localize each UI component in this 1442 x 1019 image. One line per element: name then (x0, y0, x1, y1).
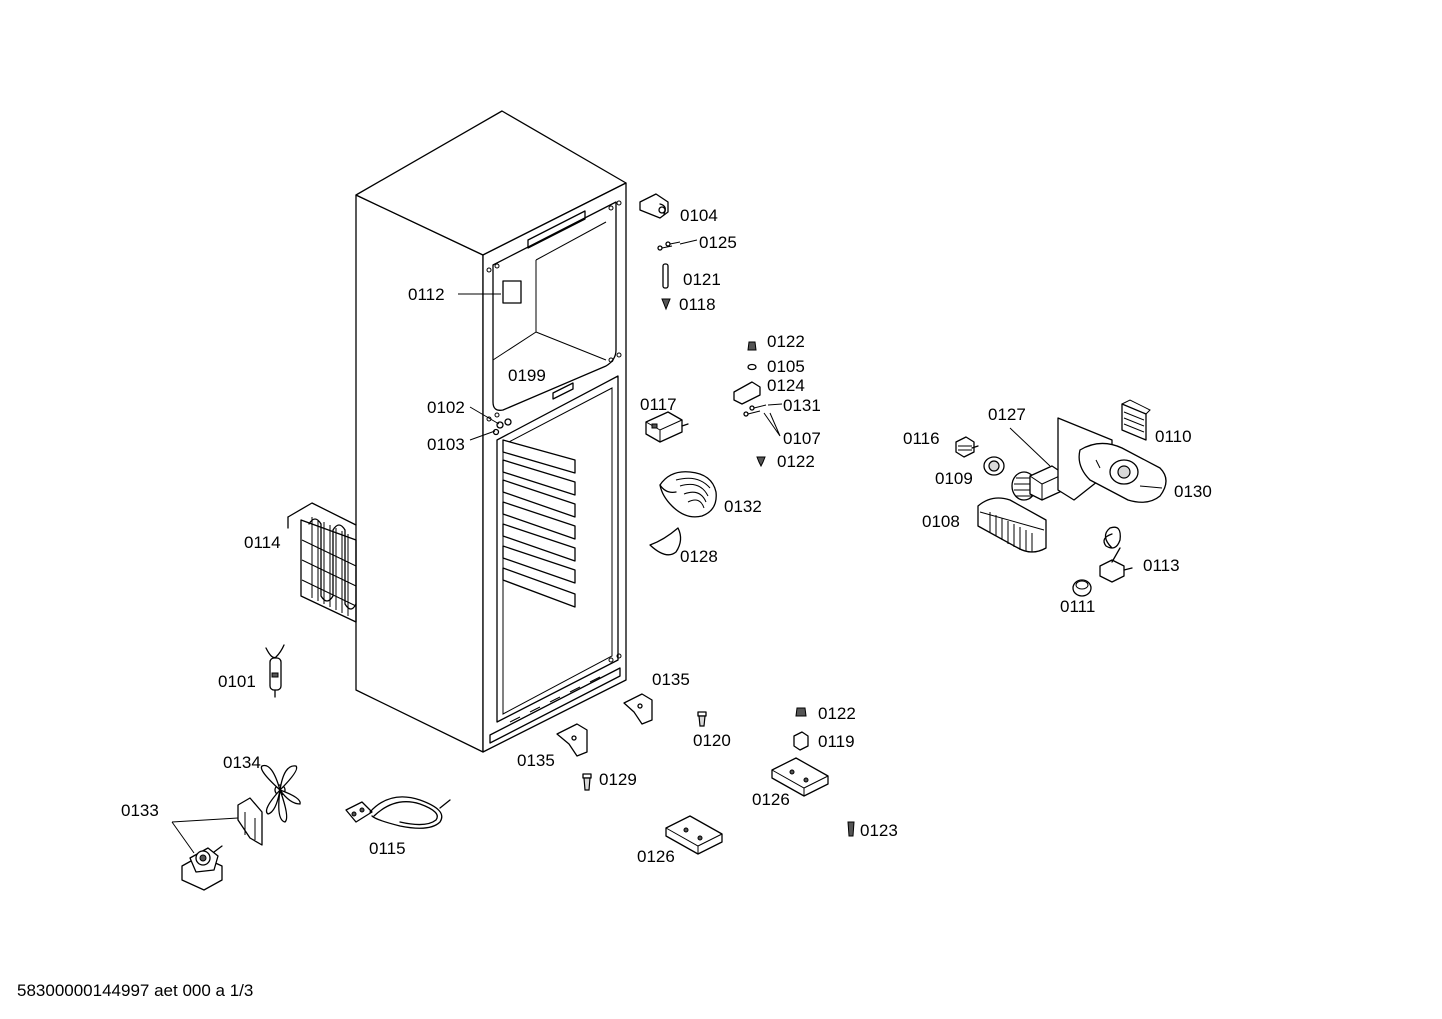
label-0105: 0105 (767, 357, 805, 376)
fan-blade (260, 764, 301, 823)
light-switch-0127 (1011, 465, 1065, 501)
label-0101: 0101 (218, 672, 256, 691)
knob-0111 (1072, 579, 1092, 597)
label-0104: 0104 (680, 206, 718, 225)
screw-0118 (661, 298, 671, 311)
label-0126-right: 0126 (752, 790, 790, 809)
label-0117: 0117 (640, 395, 677, 414)
screw-0122-bottom (795, 707, 807, 717)
screw-0122-mid (756, 456, 766, 468)
lamp-cover-0108 (977, 497, 1047, 553)
callout-line-0131 (767, 403, 783, 406)
label-0120: 0120 (693, 731, 731, 750)
washer-0105 (747, 363, 757, 371)
pin-0121 (662, 263, 669, 289)
label-0114: 0114 (244, 533, 281, 552)
shade-0110 (1121, 399, 1151, 441)
fridge-shelves (502, 439, 576, 608)
label-0135-upper: 0135 (652, 670, 690, 689)
bracket-0135-upper (623, 693, 653, 725)
screw-0129 (582, 773, 592, 791)
callout-line-0127 (1009, 427, 1051, 467)
callout-line-0107 (763, 412, 781, 437)
fan-motor (181, 797, 263, 891)
fan-shroud-0132 (659, 471, 717, 518)
label-0132: 0132 (724, 497, 762, 516)
bracket-0135-lower (556, 723, 588, 757)
label-0133: 0133 (121, 801, 159, 820)
screw-0120 (697, 711, 707, 727)
label-0108: 0108 (922, 512, 960, 531)
label-0113: 0113 (1143, 556, 1180, 575)
label-0103: 0103 (427, 435, 465, 454)
rating-label-0112 (502, 280, 522, 304)
document-code: 58300000144997 aet 000 a 1/3 (17, 981, 254, 1000)
label-0124: 0124 (767, 376, 805, 395)
label-0102: 0102 (427, 398, 465, 417)
label-0128: 0128 (680, 547, 718, 566)
label-0123: 0123 (860, 821, 898, 840)
light-housing-0130 (1057, 417, 1167, 503)
label-0109: 0109 (935, 469, 973, 488)
screw-0122-top (747, 341, 757, 351)
label-0126-left: 0126 (637, 847, 675, 866)
label-0121: 0121 (683, 270, 721, 289)
label-0122-bottom: 0122 (818, 704, 856, 723)
label-0199: 0199 (508, 366, 546, 385)
label-0107: 0107 (783, 429, 821, 448)
screw-0123 (847, 821, 855, 837)
label-0131: 0131 (783, 396, 821, 415)
label-0112: 0112 (408, 285, 445, 304)
label-0118: 0118 (679, 295, 716, 314)
thermostat-0113 (1099, 526, 1133, 583)
screws-0131 (743, 404, 767, 417)
label-0129: 0129 (599, 770, 637, 789)
label-0135-lower: 0135 (517, 751, 555, 770)
hinge-plate-0126-right (771, 757, 829, 797)
power-cord (345, 796, 451, 829)
callout-line-0102-0103 (469, 406, 500, 441)
label-0115: 0115 (369, 839, 406, 858)
label-0122-mid: 0122 (777, 452, 815, 471)
thermostat-0117 (645, 411, 689, 443)
callout-line-0133 (171, 817, 239, 854)
knob-0109 (983, 456, 1005, 476)
label-0110: 0110 (1155, 427, 1192, 446)
label-0125: 0125 (699, 233, 737, 252)
condenser-coil (287, 502, 357, 623)
foot-0119 (793, 731, 809, 751)
label-0119: 0119 (818, 732, 855, 751)
label-0122-top: 0122 (767, 332, 805, 351)
bracket-0124 (733, 381, 761, 405)
label-0111: 0111 (1060, 597, 1095, 616)
top-hinge-0104 (639, 193, 669, 219)
callout-line-0125 (679, 239, 698, 245)
lamp-socket-0116 (955, 436, 979, 458)
label-0134: 0134 (223, 753, 261, 772)
label-0127: 0127 (988, 405, 1026, 424)
refrigerator-cabinet (355, 110, 627, 753)
label-0116: 0116 (903, 429, 940, 448)
label-0130: 0130 (1174, 482, 1212, 501)
part-labels: 0112 0199 0102 0103 0114 0101 0134 0133 … (121, 206, 1212, 866)
hinge-plate-0126-left (665, 815, 723, 855)
screws-0125 (657, 241, 681, 251)
cover-0128 (649, 527, 682, 556)
filter-drier (265, 644, 285, 698)
